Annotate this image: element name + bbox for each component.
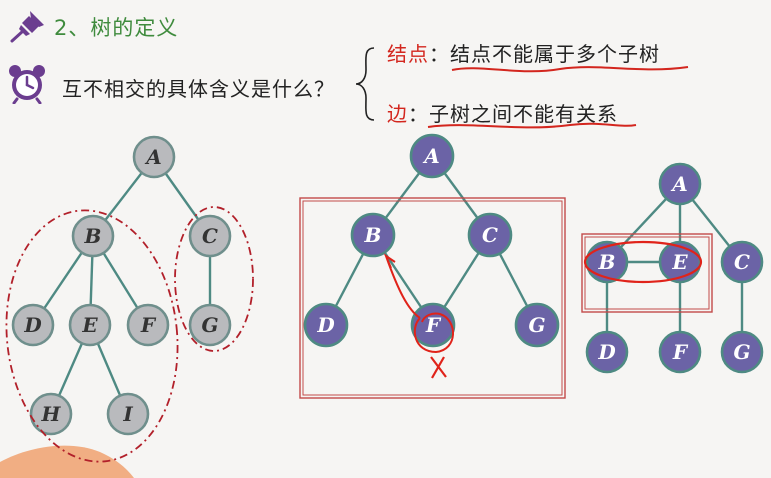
alarm-clock-icon <box>9 65 45 104</box>
tree2-node-g-label: G <box>528 313 545 337</box>
tree1-node-a-circle <box>132 135 176 179</box>
tree3-node-d: D <box>585 330 629 374</box>
tree1-node-c-label: C <box>202 224 218 248</box>
tree1-node-f-label: F <box>140 313 157 337</box>
tree3-node-c-circle <box>720 240 764 284</box>
answer-node-colon: ： <box>429 42 450 66</box>
tree2-node-a: A <box>409 133 455 179</box>
tree3-node-g: G <box>720 330 764 374</box>
red-arrow <box>383 253 421 319</box>
tree3-node-b-circle <box>585 240 629 284</box>
tree1-node-b: B <box>71 214 115 258</box>
tree2-node-c-label: C <box>482 223 498 247</box>
tree1-node-i-circle <box>106 392 150 436</box>
tree2-node-f: F <box>410 302 456 348</box>
tree1-node-e-circle <box>68 303 112 347</box>
tree3-node-f-circle <box>658 330 702 374</box>
slide-title: 2、树的定义 <box>54 16 179 40</box>
tree1-node-h: H <box>29 392 73 436</box>
tree2-node-b: B <box>350 212 396 258</box>
tree3-node-c: C <box>720 240 764 284</box>
tree1-node-g-circle <box>188 303 232 347</box>
tree3-node-a: A <box>658 162 702 206</box>
answer-node: 结点：结点不能属于多个子树 <box>387 38 660 67</box>
edges-layer <box>32 155 744 415</box>
corner-decoration <box>0 445 134 478</box>
red-cross <box>430 356 447 379</box>
tree3-node-g-circle <box>720 330 764 374</box>
tree3-node-c-label: C <box>734 250 750 274</box>
tree1-node-d-label: D <box>23 313 42 337</box>
tree3-node-g-label: G <box>733 340 750 364</box>
tree1-node-b-label: B <box>84 224 102 248</box>
tree3-node-a-circle <box>658 162 702 206</box>
pushpin-icon <box>10 11 44 43</box>
tree3-node-a-label: A <box>670 172 688 196</box>
underline-answer-node <box>451 66 689 73</box>
tree1-node-e: E <box>68 303 112 347</box>
tree1-node-g-label: G <box>201 313 218 337</box>
tree1-node-g: G <box>188 303 232 347</box>
tree2-node-d-label: D <box>316 313 335 337</box>
tree3-node-f-label: F <box>672 340 689 364</box>
tree2-node-c-circle <box>467 212 513 258</box>
tree1-node-d-circle <box>11 303 55 347</box>
tree1-node-f: F <box>126 303 170 347</box>
tree2-node-f-label: F <box>425 313 442 337</box>
answer-node-text: 结点不能属于多个子树 <box>450 42 660 66</box>
tree1-node-c: C <box>188 214 232 258</box>
tree1-node-f-circle <box>126 303 170 347</box>
tree2-node-g: G <box>514 302 560 348</box>
tree1-node-b-circle <box>71 214 115 258</box>
tree1-node-e-label: E <box>81 313 98 337</box>
tree3-node-b-label: B <box>598 250 616 274</box>
tree3-node-e: E <box>658 240 702 284</box>
tree2-box-inner <box>302 200 563 396</box>
tree1-node-a: A <box>132 135 176 179</box>
tree1-node-a-label: A <box>144 145 162 169</box>
tree2-node-b-label: B <box>364 223 382 247</box>
tree2-box-outer <box>299 197 566 399</box>
tree3-box-inner <box>584 236 710 310</box>
curly-brace <box>355 47 375 121</box>
tree2-node-g-circle <box>514 302 560 348</box>
tree3-box-outer <box>581 233 713 313</box>
answer-edge-colon: ： <box>408 102 429 126</box>
subtree-c-outline <box>174 206 254 352</box>
tree2-node-d-circle <box>303 302 349 348</box>
tree1-node-h-circle <box>29 392 73 436</box>
question-text: 互不相交的具体含义是什么？ <box>62 77 335 101</box>
tree3-node-d-label: D <box>597 340 616 364</box>
tree1-node-h-label: H <box>41 402 62 426</box>
answer-edge-label: 边 <box>387 102 408 126</box>
red-oval-be <box>583 240 703 284</box>
tree1-node-i-label: I <box>122 402 133 426</box>
tree2-node-a-label: A <box>422 144 440 168</box>
tree2-node-a-circle <box>409 133 455 179</box>
tree3-node-d-circle <box>585 330 629 374</box>
tree3-node-b: B <box>585 240 629 284</box>
tree2-node-b-circle <box>350 212 396 258</box>
tree2-node-c: C <box>467 212 513 258</box>
red-circle-f <box>413 312 454 354</box>
answer-edge-text: 子树之间不能有关系 <box>429 102 618 126</box>
nodes-layer: A B C D E F G H I A B C D F G A B E C D F G <box>11 133 764 436</box>
subtree-b-outline <box>5 209 179 463</box>
tree3-node-f: F <box>658 330 702 374</box>
underline-answer-edge <box>427 122 637 129</box>
tree2-node-d: D <box>303 302 349 348</box>
answer-edge: 边：子树之间不能有关系 <box>387 98 618 127</box>
tree3-node-e-label: E <box>671 250 688 274</box>
answer-node-label: 结点 <box>387 42 429 66</box>
tree1-node-i: I <box>106 392 150 436</box>
tree1-node-d: D <box>11 303 55 347</box>
tree1-node-c-circle <box>188 214 232 258</box>
